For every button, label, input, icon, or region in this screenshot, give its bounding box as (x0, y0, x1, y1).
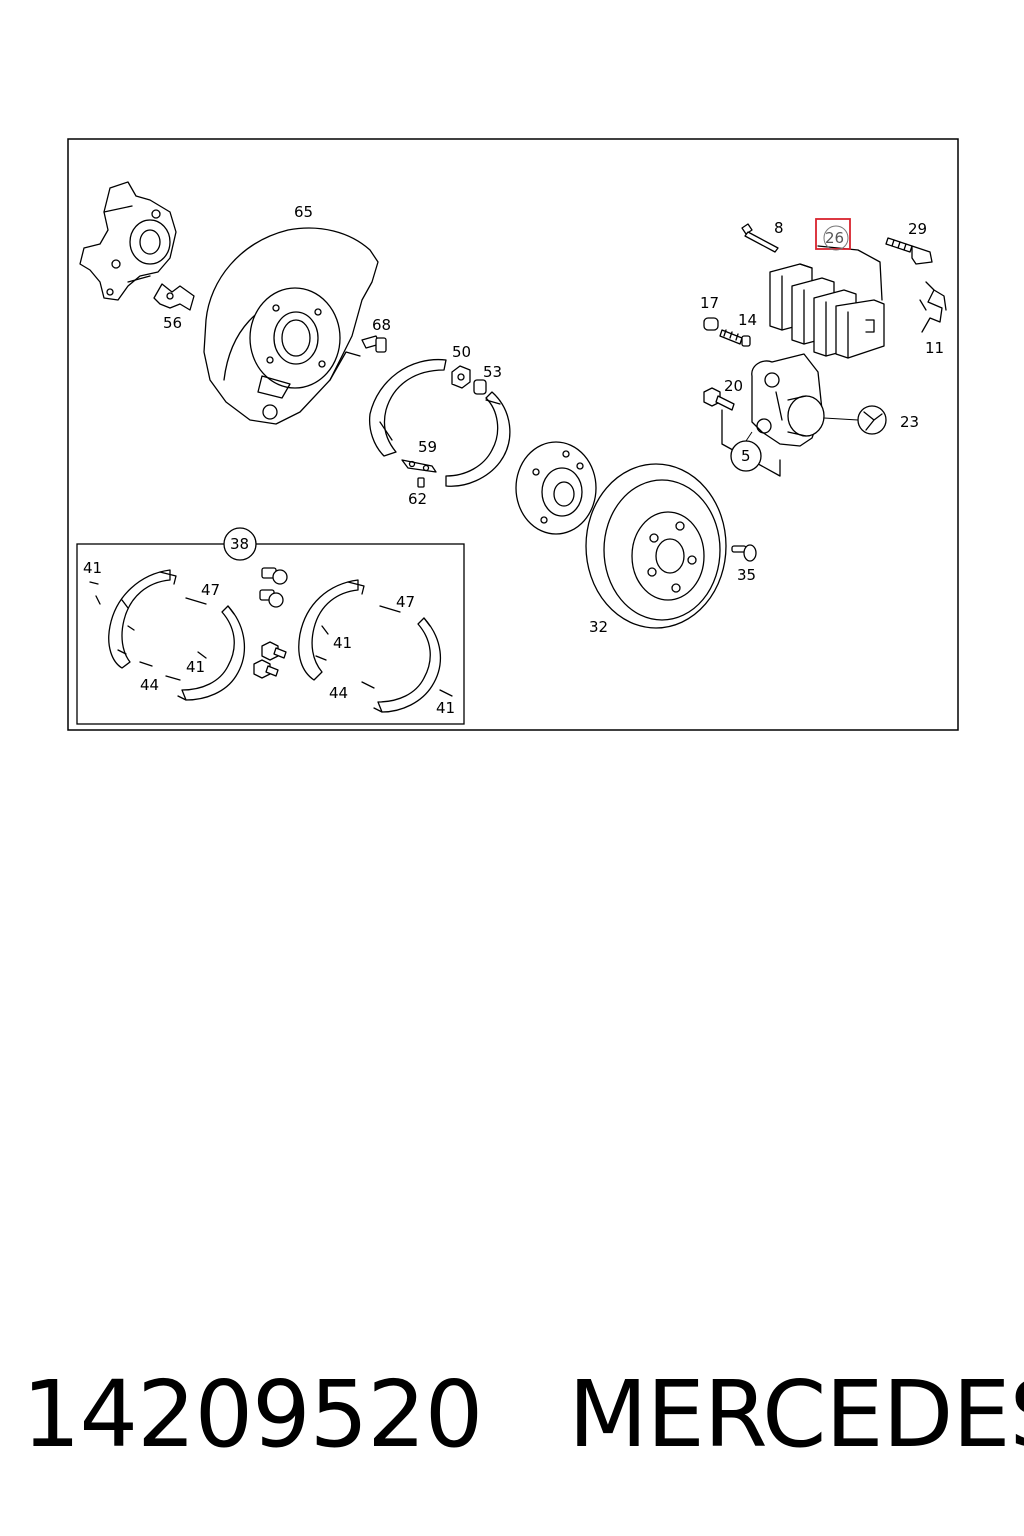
callout-41-a[interactable]: 41 (83, 559, 102, 577)
callout-35[interactable]: 35 (737, 566, 756, 584)
parking-brake-kit-38 (76, 527, 465, 725)
callout-62[interactable]: 62 (408, 490, 427, 508)
callout-32[interactable]: 32 (589, 618, 608, 636)
callout-68[interactable]: 68 (372, 316, 391, 334)
part-caption: 14209520 MERCEDES (22, 1360, 1024, 1470)
callout-44-a[interactable]: 44 (140, 676, 159, 694)
callout-47-b[interactable]: 47 (396, 593, 415, 611)
steering-knuckle (79, 181, 177, 301)
callout-11[interactable]: 11 (925, 339, 944, 357)
callout-5[interactable]: 5 (741, 447, 751, 465)
callout-26[interactable]: 26 (825, 229, 844, 247)
callout-44-b[interactable]: 44 (329, 684, 348, 702)
wheel-hub (515, 441, 597, 535)
callout-14[interactable]: 14 (738, 311, 757, 329)
brake-parts-diagram: 65 56 68 50 53 59 62 8 26 29 17 14 11 20… (67, 138, 959, 731)
callout-53[interactable]: 53 (483, 363, 502, 381)
brake-pad-set-26 (769, 245, 885, 359)
spring-clip-11 (919, 281, 947, 333)
wrench-icon (823, 405, 887, 435)
wear-sensor-29 (885, 237, 933, 265)
callout-41-c[interactable]: 41 (333, 634, 352, 652)
callout-23[interactable]: 23 (900, 413, 919, 431)
highlight-box (815, 218, 851, 250)
backing-plate-65 (203, 227, 379, 425)
callout-47-a[interactable]: 47 (201, 581, 220, 599)
brake-disc-32 (585, 463, 727, 629)
bleeder-cap-17 (703, 317, 719, 331)
guide-bolt-8 (741, 223, 779, 253)
callout-29[interactable]: 29 (908, 220, 927, 238)
sleeve-53 (473, 379, 487, 395)
parking-brake-shoe (368, 358, 511, 487)
callout-26-ring (823, 225, 849, 251)
callout-56[interactable]: 56 (163, 314, 182, 332)
bleeder-valve-14 (719, 329, 751, 347)
part-number: 14209520 (22, 1361, 483, 1468)
adjuster-59 (401, 459, 437, 473)
callout-50[interactable]: 50 (452, 343, 471, 361)
bolt-68 (361, 335, 387, 353)
callout-65[interactable]: 65 (294, 203, 313, 221)
bracket-56 (153, 283, 195, 311)
pin-62 (417, 477, 425, 488)
callout-38[interactable]: 38 (230, 535, 249, 553)
callout-20[interactable]: 20 (724, 377, 743, 395)
screw-35 (731, 544, 757, 562)
callout-41-d[interactable]: 41 (436, 699, 455, 717)
callout-17[interactable]: 17 (700, 294, 719, 312)
callout-8[interactable]: 8 (774, 219, 784, 237)
bolt-20 (703, 387, 735, 411)
callout-41-b[interactable]: 41 (186, 658, 205, 676)
diagram-frame (67, 138, 959, 731)
nut-50 (451, 365, 471, 389)
callout-59[interactable]: 59 (418, 438, 437, 456)
brand-name: MERCEDES (568, 1361, 1024, 1468)
callout-5-ring (730, 440, 762, 472)
